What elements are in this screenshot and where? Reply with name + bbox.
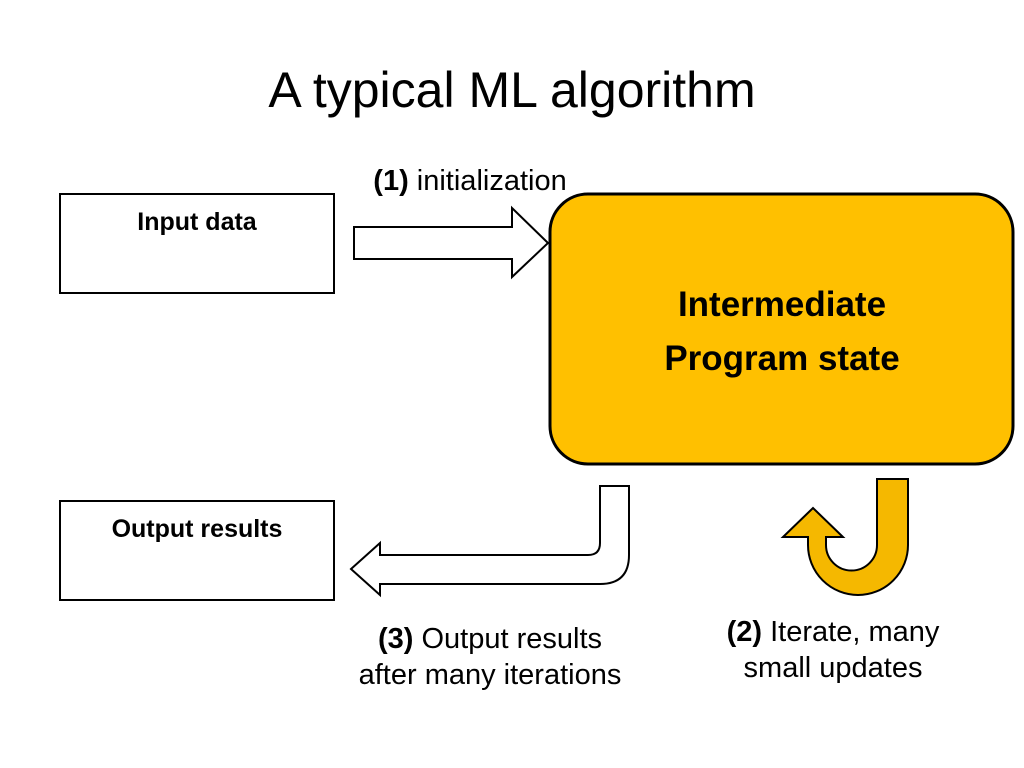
iterate-text-line2: small updates [743,652,923,684]
initialization-text: initialization [416,165,567,197]
output-results-node: Output results [59,500,335,601]
initialization-caption: (1) initialization [330,163,610,199]
program-state-label-line1: Intermediate [678,285,886,324]
output-step: (3) [377,623,414,655]
slide-title: A typical ML algorithm [268,62,756,118]
program-state-node: Intermediate Program state [548,192,1015,466]
program-state-label-line2: Program state [664,339,899,378]
iterate-caption: (2) Iterate, many small updates [683,614,983,686]
initialization-arrow [353,205,550,280]
iterate-loop-arrow [780,478,909,596]
output-arrow [349,485,630,598]
iterate-text-line1: Iterate, many [770,616,940,648]
input-data-label: Input data [137,208,258,236]
output-results-label: Output results [112,515,283,543]
output-caption: (3) Output results after many iterations [310,621,670,693]
output-text-line2: after many iterations [358,659,622,691]
input-data-node: Input data [59,193,335,294]
initialization-step: (1) [373,165,409,197]
output-text-line1: Output results [421,623,603,655]
iterate-step: (2) [726,616,763,648]
